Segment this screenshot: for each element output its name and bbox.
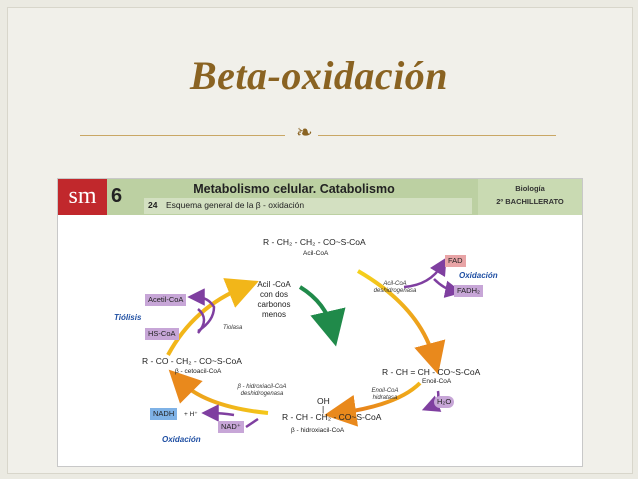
acetil-coa-box: Acetil-CoA xyxy=(145,294,187,306)
section-number: 24 xyxy=(148,200,158,210)
center-line-3: carbonos xyxy=(257,300,291,309)
title-divider-left xyxy=(80,135,285,136)
hidroxi-formula: R - CH - CH₂ - CO~S-CoA xyxy=(282,412,382,422)
center-line-2: con dos xyxy=(259,290,289,299)
acil-coa-name: Acil-CoA xyxy=(303,250,329,257)
ornament-icon: ❧ xyxy=(296,122,313,144)
hs-coa-box: HS-CoA xyxy=(145,328,179,340)
section-title: Esquema general de la β - oxidación xyxy=(166,200,305,210)
slide-title: Beta-oxidación xyxy=(189,53,449,98)
h2o-box: H₂O xyxy=(434,396,455,408)
arrow-hydration xyxy=(324,381,422,427)
center-label: Acil -CoA con dos carbonos menos xyxy=(244,280,304,320)
center-line-4: menos xyxy=(261,310,286,319)
arrow-tiolysis xyxy=(166,278,259,356)
hidroxi-oh: OH xyxy=(317,396,330,406)
nadh-box: NADH xyxy=(150,408,178,420)
acil-coa-formula: R - CH₂ - CH₂ - CO~S-CoA xyxy=(263,237,366,247)
nad-box: NAD⁺ xyxy=(218,421,244,433)
hidroxi-name: β - hidroxiacil-CoA xyxy=(291,427,345,434)
tiolisis-label: Tiólisis xyxy=(114,313,142,322)
arrow-fad xyxy=(403,257,447,289)
enoil-coa-formula: R - CH = CH - CO~S-CoA xyxy=(382,367,481,377)
h-plus: + H⁺ xyxy=(184,411,198,418)
title-divider-right xyxy=(318,135,556,136)
unit-number: 6 xyxy=(111,185,123,207)
cycle-arrows xyxy=(166,257,463,429)
section-bar: 24 Esquema general de la β - oxidación xyxy=(144,198,472,214)
subject-box: Biología 2º BACHILLERATO xyxy=(478,179,582,215)
enzyme-tiolasa: Tiolasa xyxy=(223,325,243,331)
subject-label: Biología xyxy=(515,184,545,193)
cetoacil-formula: R - CO - CH₂ - CO~S-CoA xyxy=(142,356,242,366)
figure-title: Metabolismo celular. Catabolismo xyxy=(193,182,395,196)
arrow-dehydrogenation xyxy=(356,269,446,375)
arrow-hs-coa xyxy=(197,308,206,334)
arrow-oxidation xyxy=(168,369,269,415)
arrow-acetil-coa xyxy=(187,288,216,333)
arrow-nad xyxy=(245,417,259,429)
hidroxi-bond: | xyxy=(322,404,325,414)
oxidacion-label-bottom: Oxidación xyxy=(162,435,201,444)
fadh2-box: FADH₂ xyxy=(454,285,483,297)
enoil-coa-name: Enoil-CoA xyxy=(422,378,452,385)
figure-panel: sm 6 Metabolismo celular. Catabolismo 24… xyxy=(57,178,583,467)
enzyme-acil-coa-deshidrogenasa: Acil-CoA deshidrogenasa xyxy=(373,281,417,294)
oxidacion-label-top: Oxidación xyxy=(459,271,498,280)
cetoacil-name: β - cetoacil-CoA xyxy=(175,368,222,375)
fad-box: FAD xyxy=(445,255,466,267)
arrow-fadh2 xyxy=(433,278,463,298)
enzyme-hidroxiacil-deshidrogenasa: β - hidroxiacil-CoA deshidrogenasa xyxy=(237,384,287,397)
center-line-1: Acil -CoA xyxy=(257,280,291,289)
publisher-logo: sm xyxy=(58,179,107,215)
enzyme-enoil-coa-hidratasa: Enoil-CoA hidratasa xyxy=(371,388,399,401)
course-label: 2º BACHILLERATO xyxy=(496,197,564,206)
arrow-nadh xyxy=(201,404,235,422)
arrow-recycle xyxy=(298,285,346,347)
figure-header: sm 6 Metabolismo celular. Catabolismo 24… xyxy=(58,179,582,215)
